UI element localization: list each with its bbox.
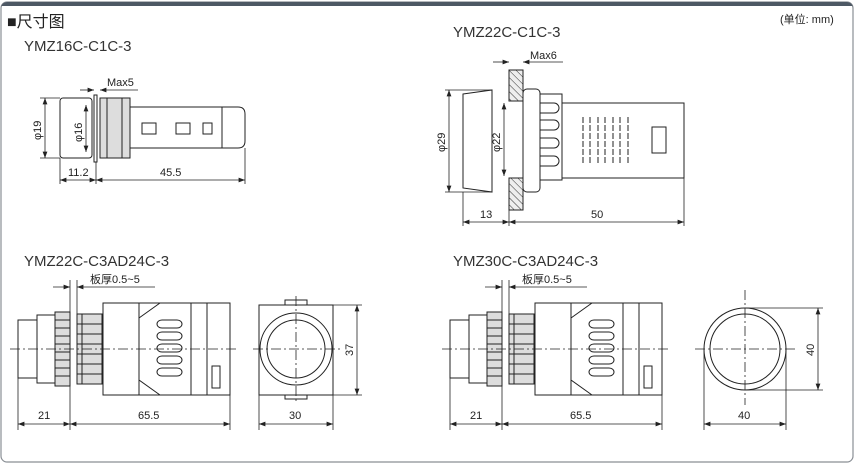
width-label: 40 <box>738 410 750 422</box>
body-length-label: 45.5 <box>160 167 181 179</box>
front-length-label: 21 <box>470 410 482 422</box>
section-title: ■尺寸图 <box>7 13 65 31</box>
body-length-label: 65.5 <box>138 410 159 422</box>
front-view-square: 37 30 <box>253 296 362 430</box>
body-length-label: 50 <box>591 209 603 221</box>
model-label: YMZ30C-C3AD24C-3 <box>453 253 598 270</box>
height-label: 40 <box>805 344 817 356</box>
dia-inner-label: φ22 <box>491 133 503 152</box>
drawing-ymz30c-c3ad24c: YMZ30C-C3AD24C-3 板厚0.5~5 <box>453 253 598 286</box>
panel-thickness-label: Max5 <box>107 77 134 89</box>
front-length-label: 13 <box>480 209 492 221</box>
model-label: YMZ16C-C1C-3 <box>24 38 132 55</box>
dia-outer-label: φ29 <box>436 133 448 152</box>
front-length-label: 21 <box>38 410 50 422</box>
drawing-ymz22c-c3ad24c: YMZ22C-C3AD24C-3 板厚0.5~5 <box>24 253 169 286</box>
panel-thickness-label: 板厚0.5~5 <box>522 272 572 286</box>
drawing-ymz22c: YMZ22C-C1C-3 φ29 φ22 Max6 13 50 <box>436 24 685 226</box>
side-view <box>10 280 238 430</box>
side-view <box>442 280 670 430</box>
drawing-ymz16c: YMZ16C-C1C-3 φ19 φ16 Max5 11.2 45.5 <box>24 38 246 184</box>
model-label: YMZ22C-C1C-3 <box>453 24 561 41</box>
unit-note: (单位: mm) <box>780 12 834 26</box>
dia-inner-label: φ16 <box>73 123 85 142</box>
panel-thickness-label: 板厚0.5~5 <box>90 272 140 286</box>
dia-outer-label: φ19 <box>32 121 44 140</box>
body-length-label: 65.5 <box>570 410 591 422</box>
width-label: 30 <box>289 410 301 422</box>
panel-thickness-label: Max6 <box>530 50 557 62</box>
front-view-round: 40 40 <box>695 290 823 430</box>
front-length-label: 11.2 <box>68 167 89 179</box>
height-label: 37 <box>344 344 356 356</box>
model-label: YMZ22C-C3AD24C-3 <box>24 253 169 270</box>
